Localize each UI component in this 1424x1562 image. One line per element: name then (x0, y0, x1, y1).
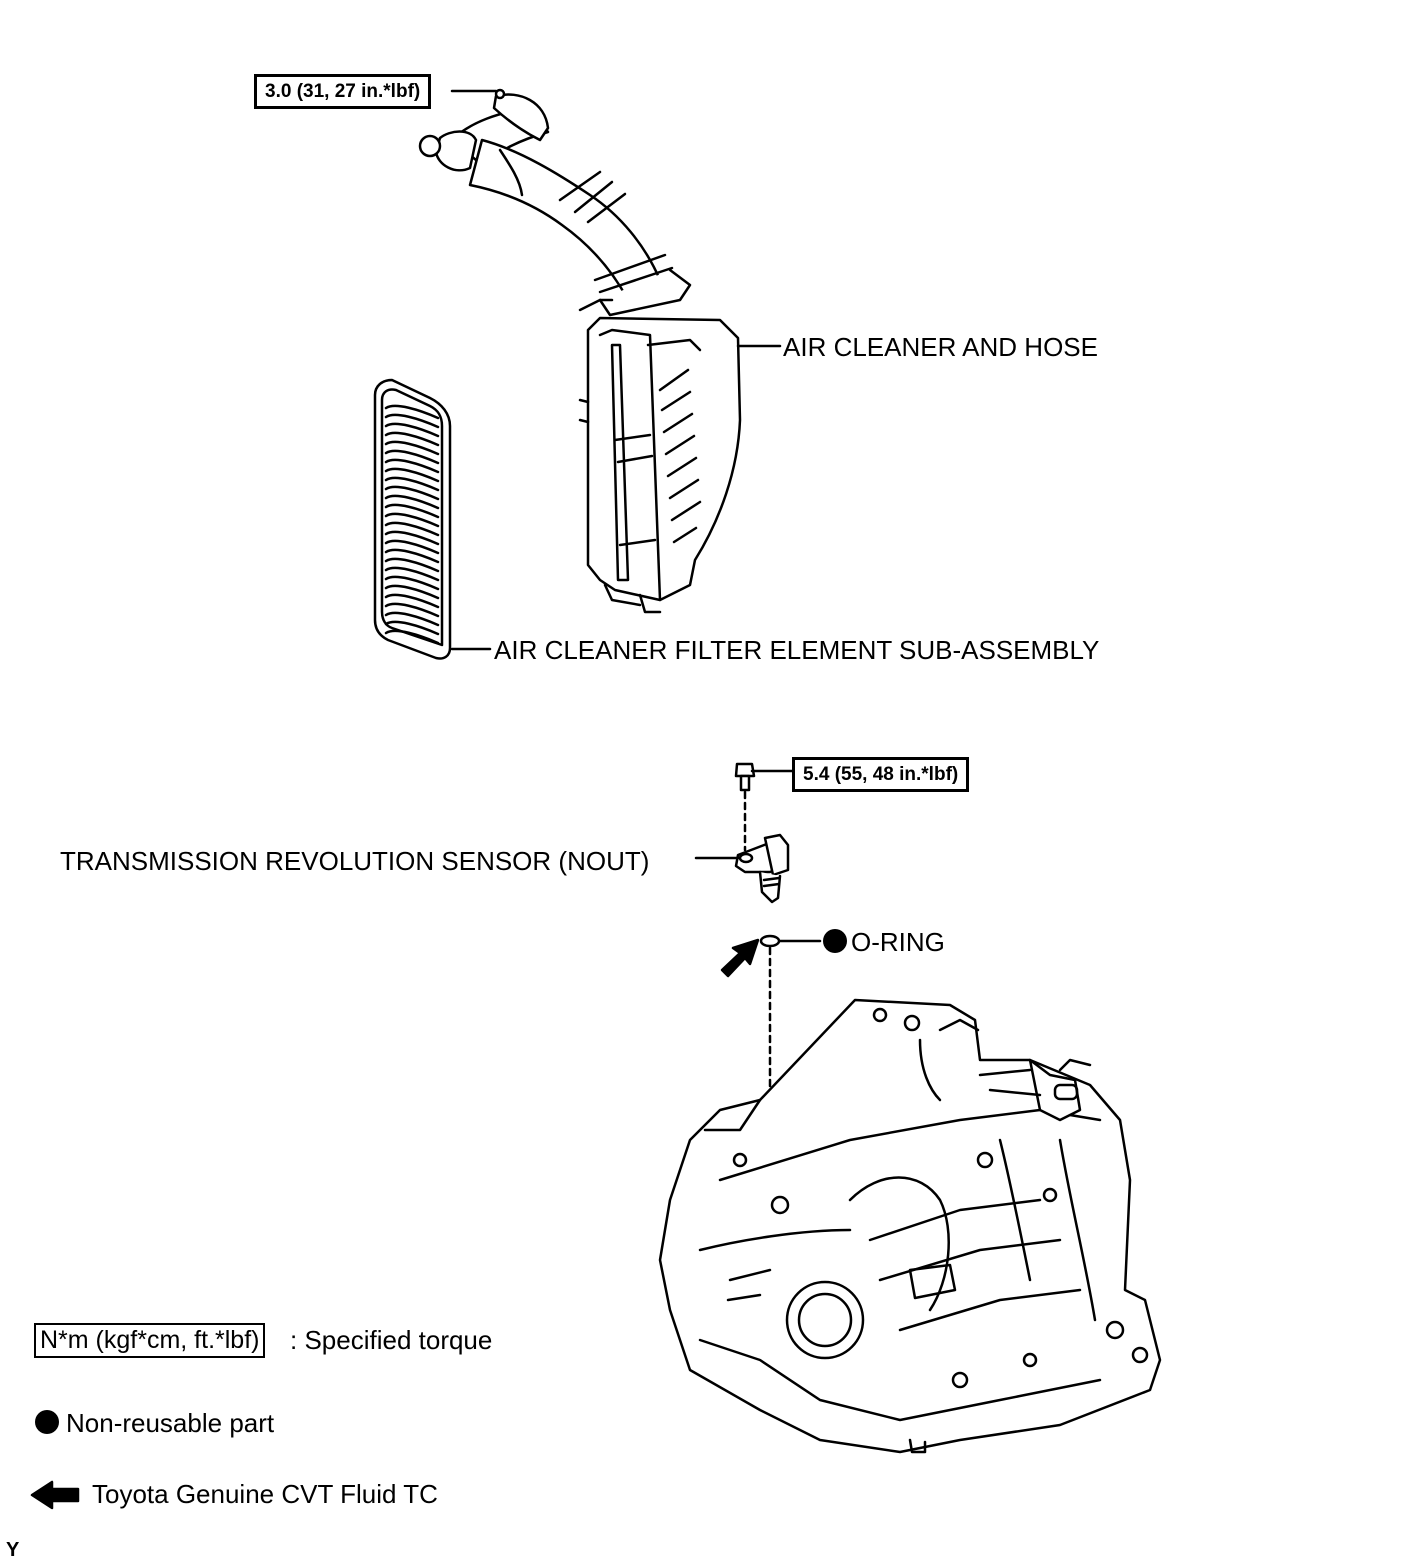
filter-pleat (384, 458, 440, 474)
filter-pleat (384, 629, 440, 645)
filter-pleat (384, 575, 440, 591)
legend-non-reusable: Non-reusable part (66, 1408, 275, 1438)
air-cleaner-case (578, 298, 742, 614)
air-intake-hose (418, 88, 692, 317)
corner-mark: Y (6, 1539, 20, 1561)
legend-torque-desc: : Specified torque (290, 1325, 493, 1355)
filter-pleat (384, 530, 440, 546)
filter-pleat (384, 431, 440, 447)
filter-pleat (384, 539, 440, 555)
filter-pleat (384, 557, 440, 573)
label-filter-element: AIR CLEANER FILTER ELEMENT SUB-ASSEMBLY (494, 635, 1100, 665)
filter-pleat (384, 494, 440, 510)
filter-pleat (384, 485, 440, 501)
filter-pleat (384, 521, 440, 537)
torque-hose-clamp: 3.0 (31, 27 in.*lbf) (254, 74, 432, 109)
non-reusable-dot-icon (823, 929, 847, 953)
filter-pleat (384, 512, 440, 528)
filter-pleat (384, 440, 440, 456)
filter-pleat (384, 611, 440, 627)
filter-pleat (384, 566, 440, 582)
filter-element (373, 378, 452, 660)
torque-sensor-bolt: 5.4 (55, 48 in.*lbf) (792, 757, 970, 792)
filter-pleat (384, 584, 440, 600)
filter-pleat (384, 620, 440, 636)
filter-pleat (384, 413, 440, 429)
fluid-arrow-icon (720, 938, 760, 978)
filter-pleat (384, 422, 440, 438)
filter-pleat (384, 602, 440, 618)
o-ring-part (759, 934, 781, 948)
filter-pleat (384, 404, 440, 420)
filter-pleat (384, 503, 440, 519)
label-revolution-sensor: TRANSMISSION REVOLUTION SENSOR (NOUT) (60, 846, 650, 876)
sensor-bolt (734, 762, 794, 792)
label-air-cleaner-hose: AIR CLEANER AND HOSE (783, 332, 1098, 362)
filter-pleat (384, 593, 440, 609)
filter-pleat (384, 476, 440, 492)
transmission-assembly (658, 998, 1162, 1454)
filter-pleat (384, 548, 440, 564)
filter-pleat (384, 449, 440, 465)
revolution-sensor (734, 833, 790, 904)
legend-dot-icon (35, 1410, 59, 1434)
fluid-legend-arrow-icon (30, 1480, 80, 1510)
legend-torque-units: N*m (kgf*cm, ft.*lbf) (34, 1323, 266, 1358)
legend-fluid: Toyota Genuine CVT Fluid TC (92, 1479, 438, 1509)
label-o-ring: O-RING (851, 927, 945, 957)
filter-pleat (384, 467, 440, 483)
